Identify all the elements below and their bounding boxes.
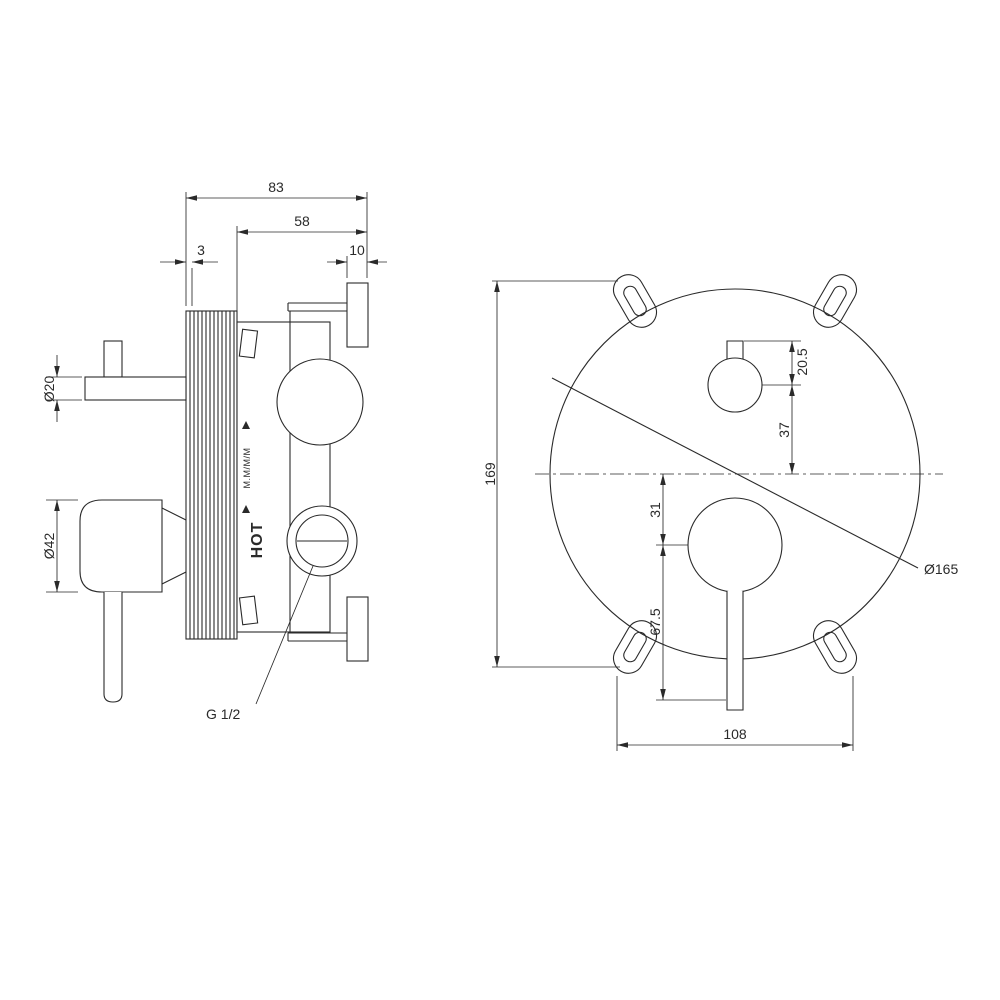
front-view: 169 108 20.5 37 31 67.5 Ø165 (482, 274, 958, 751)
front-view-labels: 169 108 20.5 37 31 67.5 Ø165 (482, 348, 958, 742)
mixer-marking-label: M.M/M/M (242, 448, 252, 489)
dim-plate-diameter-label: Ø165 (924, 561, 958, 577)
side-view-dimensions (46, 192, 387, 705)
front-view-dimensions (492, 280, 854, 751)
dim-knob-offset-bottom-label: 31 (647, 502, 663, 518)
dim-flange-depth-label: 10 (349, 242, 365, 258)
inlet-pipe (84, 376, 187, 401)
dim-ear-spacing-label: 108 (723, 726, 747, 742)
mixer-lever (726, 591, 744, 711)
dim-handle-reach-label: 67.5 (647, 608, 663, 635)
marking-arrow-bottom (242, 505, 250, 513)
front-view-outline (535, 274, 943, 711)
cartridge-circle (276, 358, 364, 446)
dim-overall-depth-label: 83 (268, 179, 284, 195)
side-view: 83 58 3 10 Ø20 Ø42 G 1/2 HOT M.M/M/M (41, 179, 387, 722)
dim-overall-height-label: 169 (482, 462, 498, 486)
ear-bottom-left (612, 620, 658, 674)
dim-body-depth-label: 58 (294, 213, 310, 229)
diverter-knob (707, 357, 763, 413)
outlet-port-inner (295, 514, 349, 568)
diameter-line (551, 377, 919, 569)
ear-top-right (812, 274, 858, 328)
dim-knob-offset-top-label: 37 (776, 422, 792, 438)
diverter-stem (726, 340, 744, 359)
outlet-thread-label: G 1/2 (206, 706, 240, 722)
dim-handle-diameter-label: Ø42 (41, 533, 57, 560)
hot-marking-label: HOT (249, 522, 266, 559)
handle-knob (79, 499, 163, 593)
inlet-stem (103, 340, 123, 378)
dim-plate-gap-label: 3 (197, 242, 205, 258)
ear-bottom-right (812, 620, 858, 674)
side-view-outline (79, 282, 369, 703)
mixer-knob (687, 497, 783, 593)
marking-arrow-top (242, 421, 250, 429)
ear-top-left (612, 274, 658, 328)
dim-inlet-diameter-label: Ø20 (41, 376, 57, 403)
dim-stem-offset-label: 20.5 (794, 348, 810, 375)
handle-lever (103, 592, 123, 703)
side-view-labels: 83 58 3 10 Ø20 Ø42 G 1/2 HOT M.M/M/M (41, 179, 365, 722)
